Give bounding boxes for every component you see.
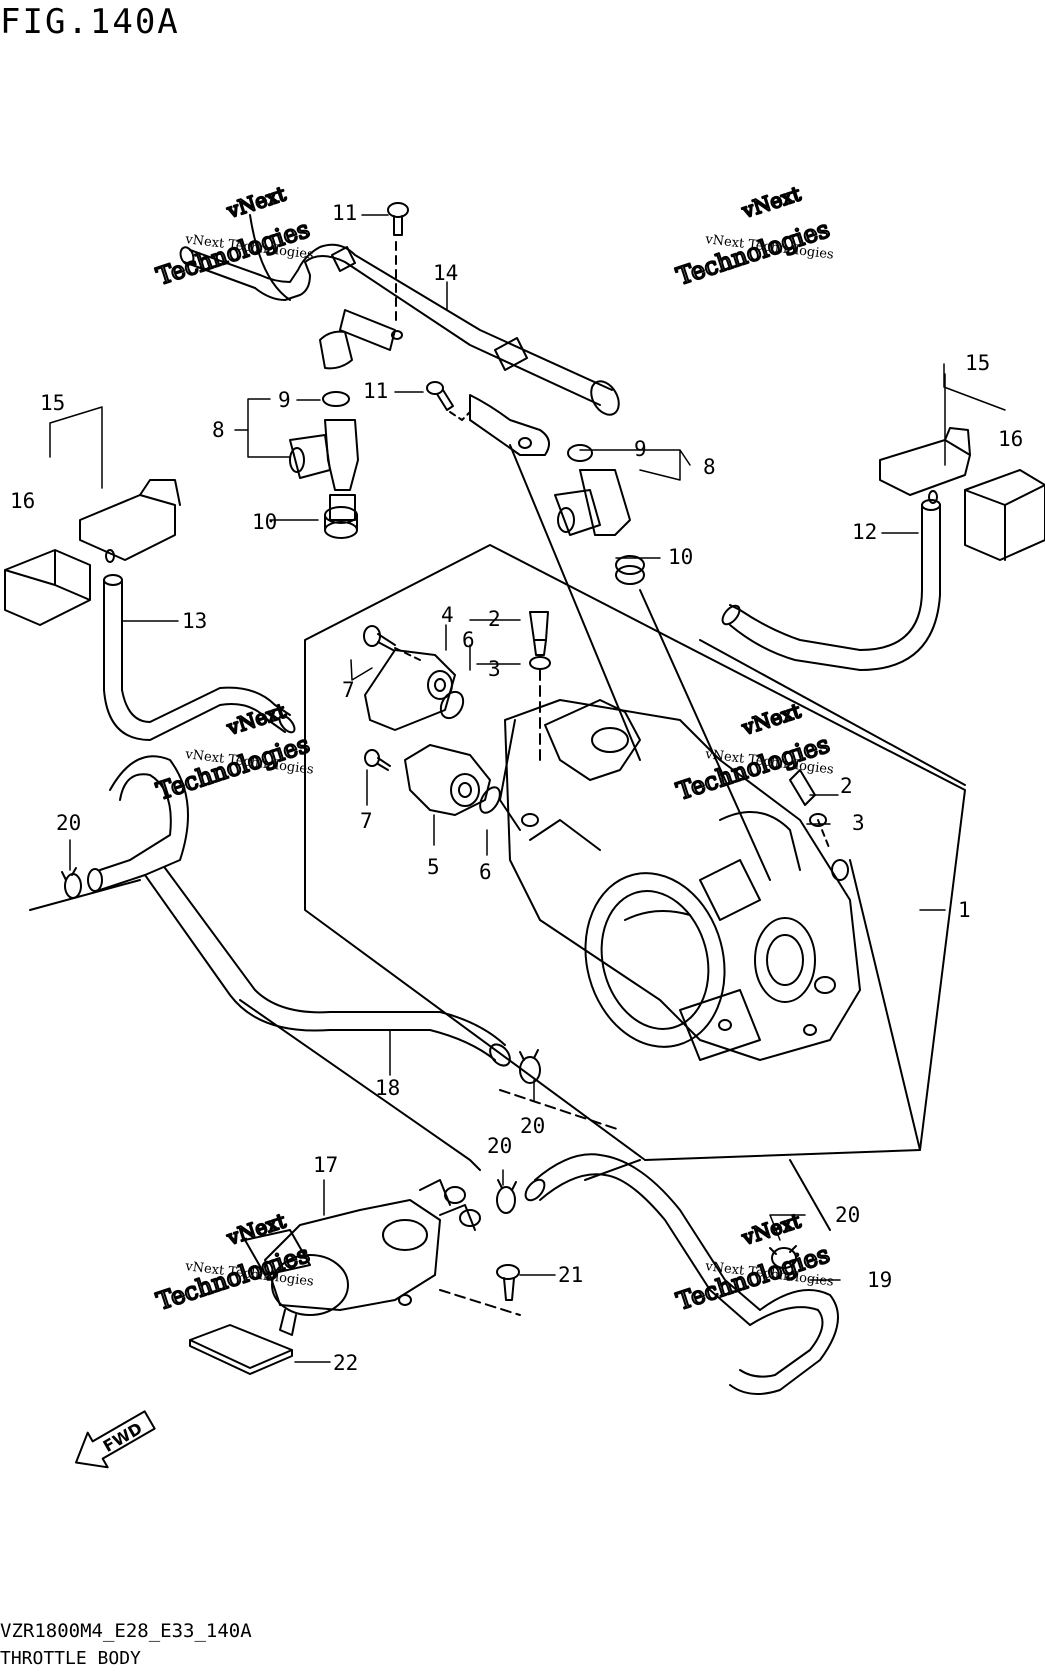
- figure-title: FIG.140A: [0, 2, 180, 42]
- watermark-top-right: vNext Technologies vNext Technologies: [672, 180, 834, 291]
- callout-7-lower: 7: [360, 809, 373, 833]
- connection-lines: [29, 214, 921, 1316]
- screw-11-top: [387, 202, 409, 321]
- callout-3-right: 3: [852, 811, 865, 835]
- callout-9-left: 9: [278, 388, 291, 412]
- callout-2-right: 2: [840, 774, 853, 798]
- fuel-delivery-pipe: [179, 243, 620, 456]
- callout-10-left: 10: [252, 510, 277, 534]
- tp-sensor-4: [364, 649, 465, 731]
- callout-2-top: 2: [488, 607, 501, 631]
- svg-text:vNext: vNext: [223, 181, 288, 223]
- svg-text:vNext: vNext: [738, 698, 803, 740]
- reference-code: VZR1800M4_E28_E33_140A: [0, 1620, 252, 1642]
- callout-4: 4: [441, 603, 454, 627]
- map-sensor-left: [4, 479, 181, 626]
- callout-16-right: 16: [998, 427, 1023, 451]
- callout-20-center: 20: [520, 1114, 545, 1138]
- callout-3-top: 3: [488, 657, 501, 681]
- watermark-bottom-left: vNext Technologies vNext Technologies: [152, 1207, 314, 1316]
- callout-6-lower: 6: [479, 860, 492, 884]
- watermark-top-left: vNext Technologies vNext Technologies: [152, 180, 314, 291]
- svg-text:vNext: vNext: [738, 181, 803, 223]
- callout-7-upper: 7: [342, 678, 355, 702]
- callout-leaders: [49, 214, 1006, 1363]
- valve-assembly-17: [244, 1179, 481, 1336]
- callout-11-mid: 11: [363, 379, 388, 403]
- callout-8-right: 8: [703, 455, 716, 479]
- screw-11-mid: [426, 381, 471, 421]
- throttle-body-outline: [304, 544, 966, 1161]
- clamp-20-left: [61, 867, 82, 899]
- screw-7-upper: [363, 625, 421, 661]
- callout-1: 1: [958, 898, 971, 922]
- callout-18: 18: [375, 1076, 400, 1100]
- callout-20-left: 20: [56, 811, 81, 835]
- callout-13: 13: [182, 609, 207, 633]
- callout-10-right: 10: [668, 545, 693, 569]
- callout-20-lower: 20: [487, 1134, 512, 1158]
- callout-8-left: 8: [212, 418, 225, 442]
- clamp-20-center: [519, 1049, 541, 1084]
- clamp-20-right: [769, 1245, 797, 1269]
- sensor-5: [404, 744, 501, 816]
- svg-text:vNext: vNext: [223, 1208, 288, 1250]
- callout-9-right: 9: [634, 437, 647, 461]
- vacuum-hose-13: [103, 574, 296, 741]
- callout-20-right: 20: [835, 1203, 860, 1227]
- callout-15-right: 15: [965, 351, 990, 375]
- pad-22: [189, 1324, 293, 1375]
- callout-12: 12: [852, 520, 877, 544]
- injector-right: [554, 444, 645, 585]
- throttle-body: [499, 699, 861, 1061]
- callout-16-left: 16: [10, 489, 35, 513]
- callout-15-left: 15: [40, 391, 65, 415]
- screw-21: [496, 1264, 520, 1301]
- callout-22: 22: [333, 1351, 358, 1375]
- callout-17: 17: [313, 1153, 338, 1177]
- callout-6-upper: 6: [462, 628, 475, 652]
- clamp-20-lower: [496, 1179, 517, 1214]
- watermark-mid-right: vNext Technologies vNext Technologies: [672, 697, 834, 806]
- fwd-arrow-icon: FWD: [75, 1410, 156, 1469]
- vacuum-hose-12: [721, 499, 941, 671]
- screw-7-lower: [364, 749, 391, 771]
- callout-11-top: 11: [332, 201, 357, 225]
- injector-left: [289, 391, 359, 539]
- injector-2-top: [529, 611, 551, 761]
- diagram-caption: THROTTLE BODY: [0, 1648, 141, 1669]
- callout-5: 5: [427, 855, 440, 879]
- watermark-bottom-right: vNext Technologies vNext Technologies: [672, 1207, 834, 1316]
- callout-14: 14: [433, 261, 458, 285]
- hose-19: [524, 1153, 839, 1395]
- callout-21: 21: [558, 1263, 583, 1287]
- hose-18: [87, 755, 511, 1067]
- injector-2-right: [789, 769, 831, 851]
- callout-19: 19: [867, 1268, 892, 1292]
